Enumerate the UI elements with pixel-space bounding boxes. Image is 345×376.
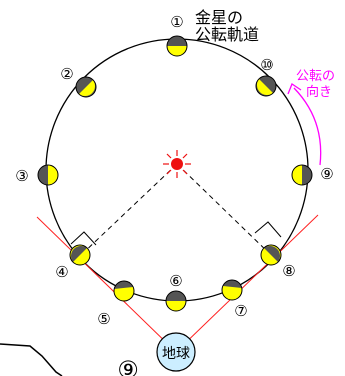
drawn-stroke: [0, 343, 63, 376]
venus-1: [166, 35, 188, 57]
position-label-7: ⑦: [234, 302, 247, 320]
venus-9: [291, 164, 313, 186]
venus-8: [260, 244, 282, 266]
position-label-3: ③: [15, 167, 28, 185]
direction-label-line1: 公転の: [296, 69, 335, 84]
position-label-4: ④: [55, 263, 68, 281]
position-label-10: ⑩: [260, 56, 273, 74]
position-label-5: ⑤: [97, 310, 110, 328]
earth: 地球: [156, 332, 196, 372]
venus-4: [69, 244, 91, 266]
venus-7: [221, 279, 243, 301]
title-line2: 公転軌道: [195, 25, 259, 44]
position-label-9: ⑨: [320, 165, 333, 183]
direction-arrow: [293, 87, 322, 166]
right-angle-left: [70, 231, 97, 246]
venus-3: [37, 164, 59, 186]
sun: [163, 150, 191, 178]
sightline-right: [175, 214, 319, 353]
venus-2: [75, 76, 97, 98]
earth-label: 地球: [162, 346, 190, 362]
venus-5: [113, 280, 135, 302]
sightline-left: [36, 216, 177, 353]
title-line1: 金星の: [195, 8, 243, 27]
dashed-line-right: [176, 163, 273, 257]
position-label-1: ①: [170, 13, 183, 31]
direction-label-line2: 向き: [306, 84, 332, 100]
dashed-line-left: [79, 163, 178, 257]
position-label-2: ②: [60, 65, 73, 83]
direction-arrowhead: [287, 83, 302, 95]
position-label-8: ⑧: [282, 262, 295, 280]
venus-10: [255, 75, 277, 97]
right-angle-right: [254, 221, 282, 238]
position-label-6: ⑥: [169, 272, 182, 290]
extra-number: ⑨: [117, 356, 139, 376]
venus-6: [165, 290, 187, 312]
